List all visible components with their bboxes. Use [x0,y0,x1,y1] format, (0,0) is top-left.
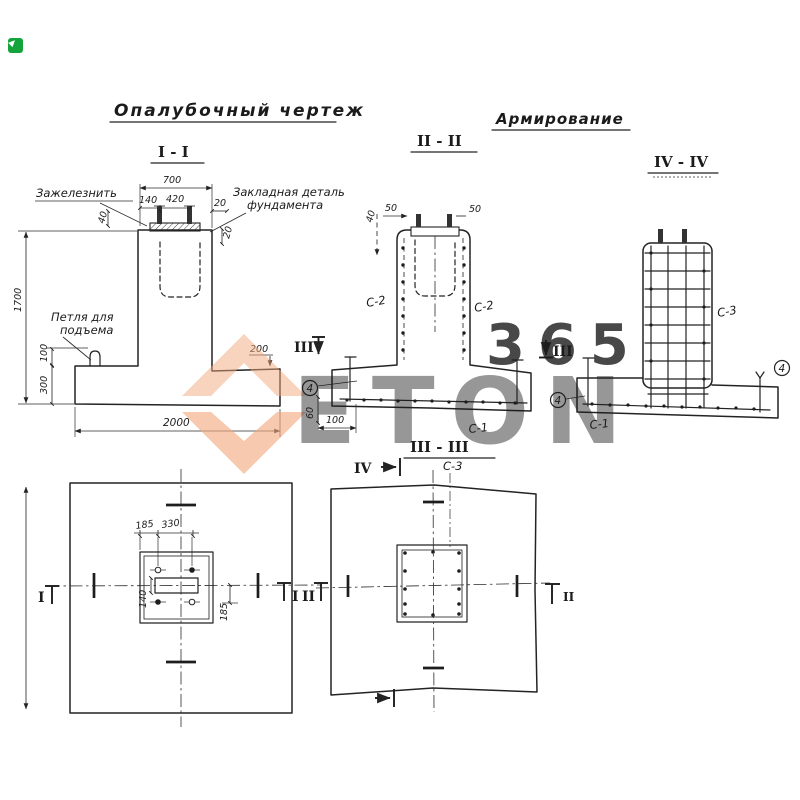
dim-anchor-span: 420 [166,194,184,205]
embedded-detail-label-2: фундамента [247,198,323,212]
dim-slab: 300 [39,376,50,394]
titles: Опалубочный чертеж I - I Армирование II … [109,101,719,459]
mesh-label-c3: С-3 [716,303,738,320]
section-II-title: II - II [417,132,462,150]
dim-cover: 60 [305,407,316,419]
mesh-label-c2-right: С-2 [473,298,495,315]
mesh-label-c1-iv: С-1 [589,416,610,432]
mesh-label-c2-left: С-2 [365,293,387,310]
pos-callout-4-left: 4 [555,395,562,407]
pos-callout-4-right: 4 [779,363,786,375]
lifting-loop-label-2: подъема [60,323,113,337]
mesh-label-c3-plan: С-3 [443,459,463,473]
mesh-label-c1: С-1 [468,420,489,436]
section-marker-III-right: III [553,344,573,360]
section-IV-IV-view: С-3 С-1 4 4 [549,229,791,432]
dim-off-y: 185 [219,603,230,621]
watermark-chevron-up [182,334,306,396]
section-marker-I-right: I [292,589,299,605]
dim-left-50: 50 [385,203,397,214]
embedded-detail-label-1: Закладная деталь [233,185,345,199]
dim-plate-side: 20 [214,198,226,209]
dim-height: 1700 [13,288,24,312]
pos-callout-4: 4 [307,383,314,395]
dim-top-width: 700 [163,175,181,186]
harden-label: Зажелезнить [36,186,117,200]
section-I-I-view: 700 140 420 40 20 20 1700 100 300 2000 2… [13,175,345,437]
dim-span-x: 330 [161,518,180,531]
section-marker-I-left: I [38,590,45,606]
arrow-glyph [8,40,15,47]
section-marker-IV-top: IV [354,461,373,477]
lifting-loop-label-1: Петля для [51,310,114,324]
dim-up: 40 [364,209,378,224]
section-III-title: III - III [410,438,469,456]
dim-slot: 140 [138,590,149,608]
section-IV-title: IV - IV [654,153,708,171]
section-II-II-view: 40 50 50 4 60 100 С-2 С-2 С-1 III III [294,203,573,436]
section-I-title: I - I [158,143,189,161]
dim-loop: 100 [39,344,50,362]
section-marker-II-right: II [302,589,315,605]
formwork-title: Опалубочный чертеж [114,101,365,121]
dim-plate-drop: 20 [221,225,235,240]
reinforcement-title: Армирование [495,110,624,128]
dim-anchor-offset: 140 [139,195,157,206]
dim-edge: 200 [250,344,268,355]
plan-formwork-view: 185 330 140 185 I I II [23,469,328,727]
dim-off-x: 185 [135,519,154,532]
watermark-chevron-down [182,412,306,474]
dim-right-50: 50 [469,204,481,215]
section-marker-II-plan-right: II [563,590,575,604]
dim-base: 2000 [163,417,190,429]
dim-step: 100 [326,415,344,426]
section-marker-III-left: III [294,340,314,356]
green-arrow-icon[interactable] [8,38,23,53]
plan-III-III-view: С-3 IV II [315,458,575,713]
